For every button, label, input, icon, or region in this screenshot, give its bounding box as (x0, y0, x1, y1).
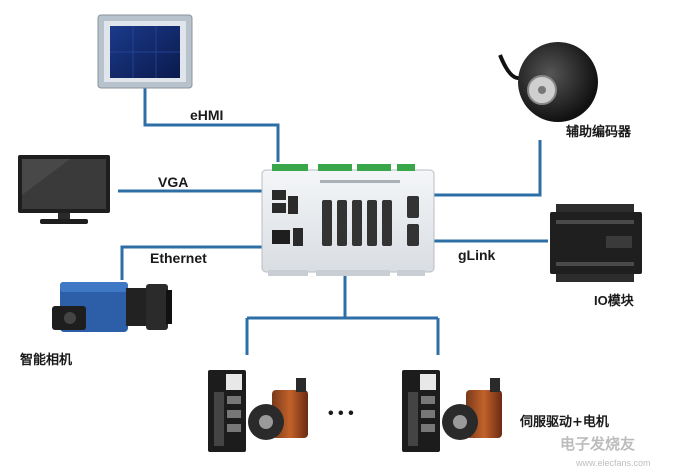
watermark-logo: 电子发烧友 www.elecfans.com (560, 435, 651, 468)
ethernet-port (272, 190, 286, 200)
axis-connector (367, 200, 377, 246)
glink-label: gLink (458, 247, 496, 263)
terminal-block-top (272, 164, 308, 171)
vga-port (272, 230, 290, 244)
terminal-block-top (397, 164, 415, 171)
axis-connector (337, 200, 347, 246)
usb-port (288, 196, 298, 214)
axis-connector (382, 200, 392, 246)
hmi-wire (143, 88, 280, 162)
hmi-label: eHMI (190, 107, 223, 123)
servo-drive-icon (402, 370, 440, 452)
servo-label: 伺服驱动+电机 (519, 414, 609, 430)
connection-wires (118, 88, 548, 355)
camera-label: 智能相机 (20, 352, 72, 368)
axis-connector (322, 200, 332, 246)
ethernet-label: Ethernet (150, 250, 207, 266)
servo-motor-icon (442, 378, 502, 440)
servo-motor-icon (248, 378, 308, 440)
port (407, 196, 419, 218)
axis-connector (352, 200, 362, 246)
vga-label: VGA (158, 174, 188, 190)
port (407, 224, 419, 246)
ethernet-wire (120, 245, 262, 280)
port (293, 228, 303, 246)
terminal-block-top (357, 164, 391, 171)
io-module-icon (550, 204, 642, 282)
terminal-block-bottom (268, 270, 308, 276)
servo-drive-icon (208, 370, 246, 452)
hmi-panel-icon (97, 14, 193, 89)
io-module-label: IO模块 (594, 293, 635, 308)
encoder-wire (433, 140, 542, 197)
encoder-icon (498, 42, 598, 122)
monitor-icon (18, 155, 110, 224)
smart-camera-icon (52, 282, 172, 332)
controller-device (261, 164, 435, 276)
encoder-label: 辅助编码器 (566, 124, 632, 140)
terminal-block-bottom (316, 270, 390, 276)
ethernet-port (272, 203, 286, 213)
watermark-url: www.elecfans.com (575, 458, 651, 468)
watermark-text: 电子发烧友 (560, 435, 635, 453)
terminal-block-top (318, 164, 352, 171)
terminal-block-bottom (397, 270, 425, 276)
ellipsis-text: • • • (328, 405, 354, 422)
